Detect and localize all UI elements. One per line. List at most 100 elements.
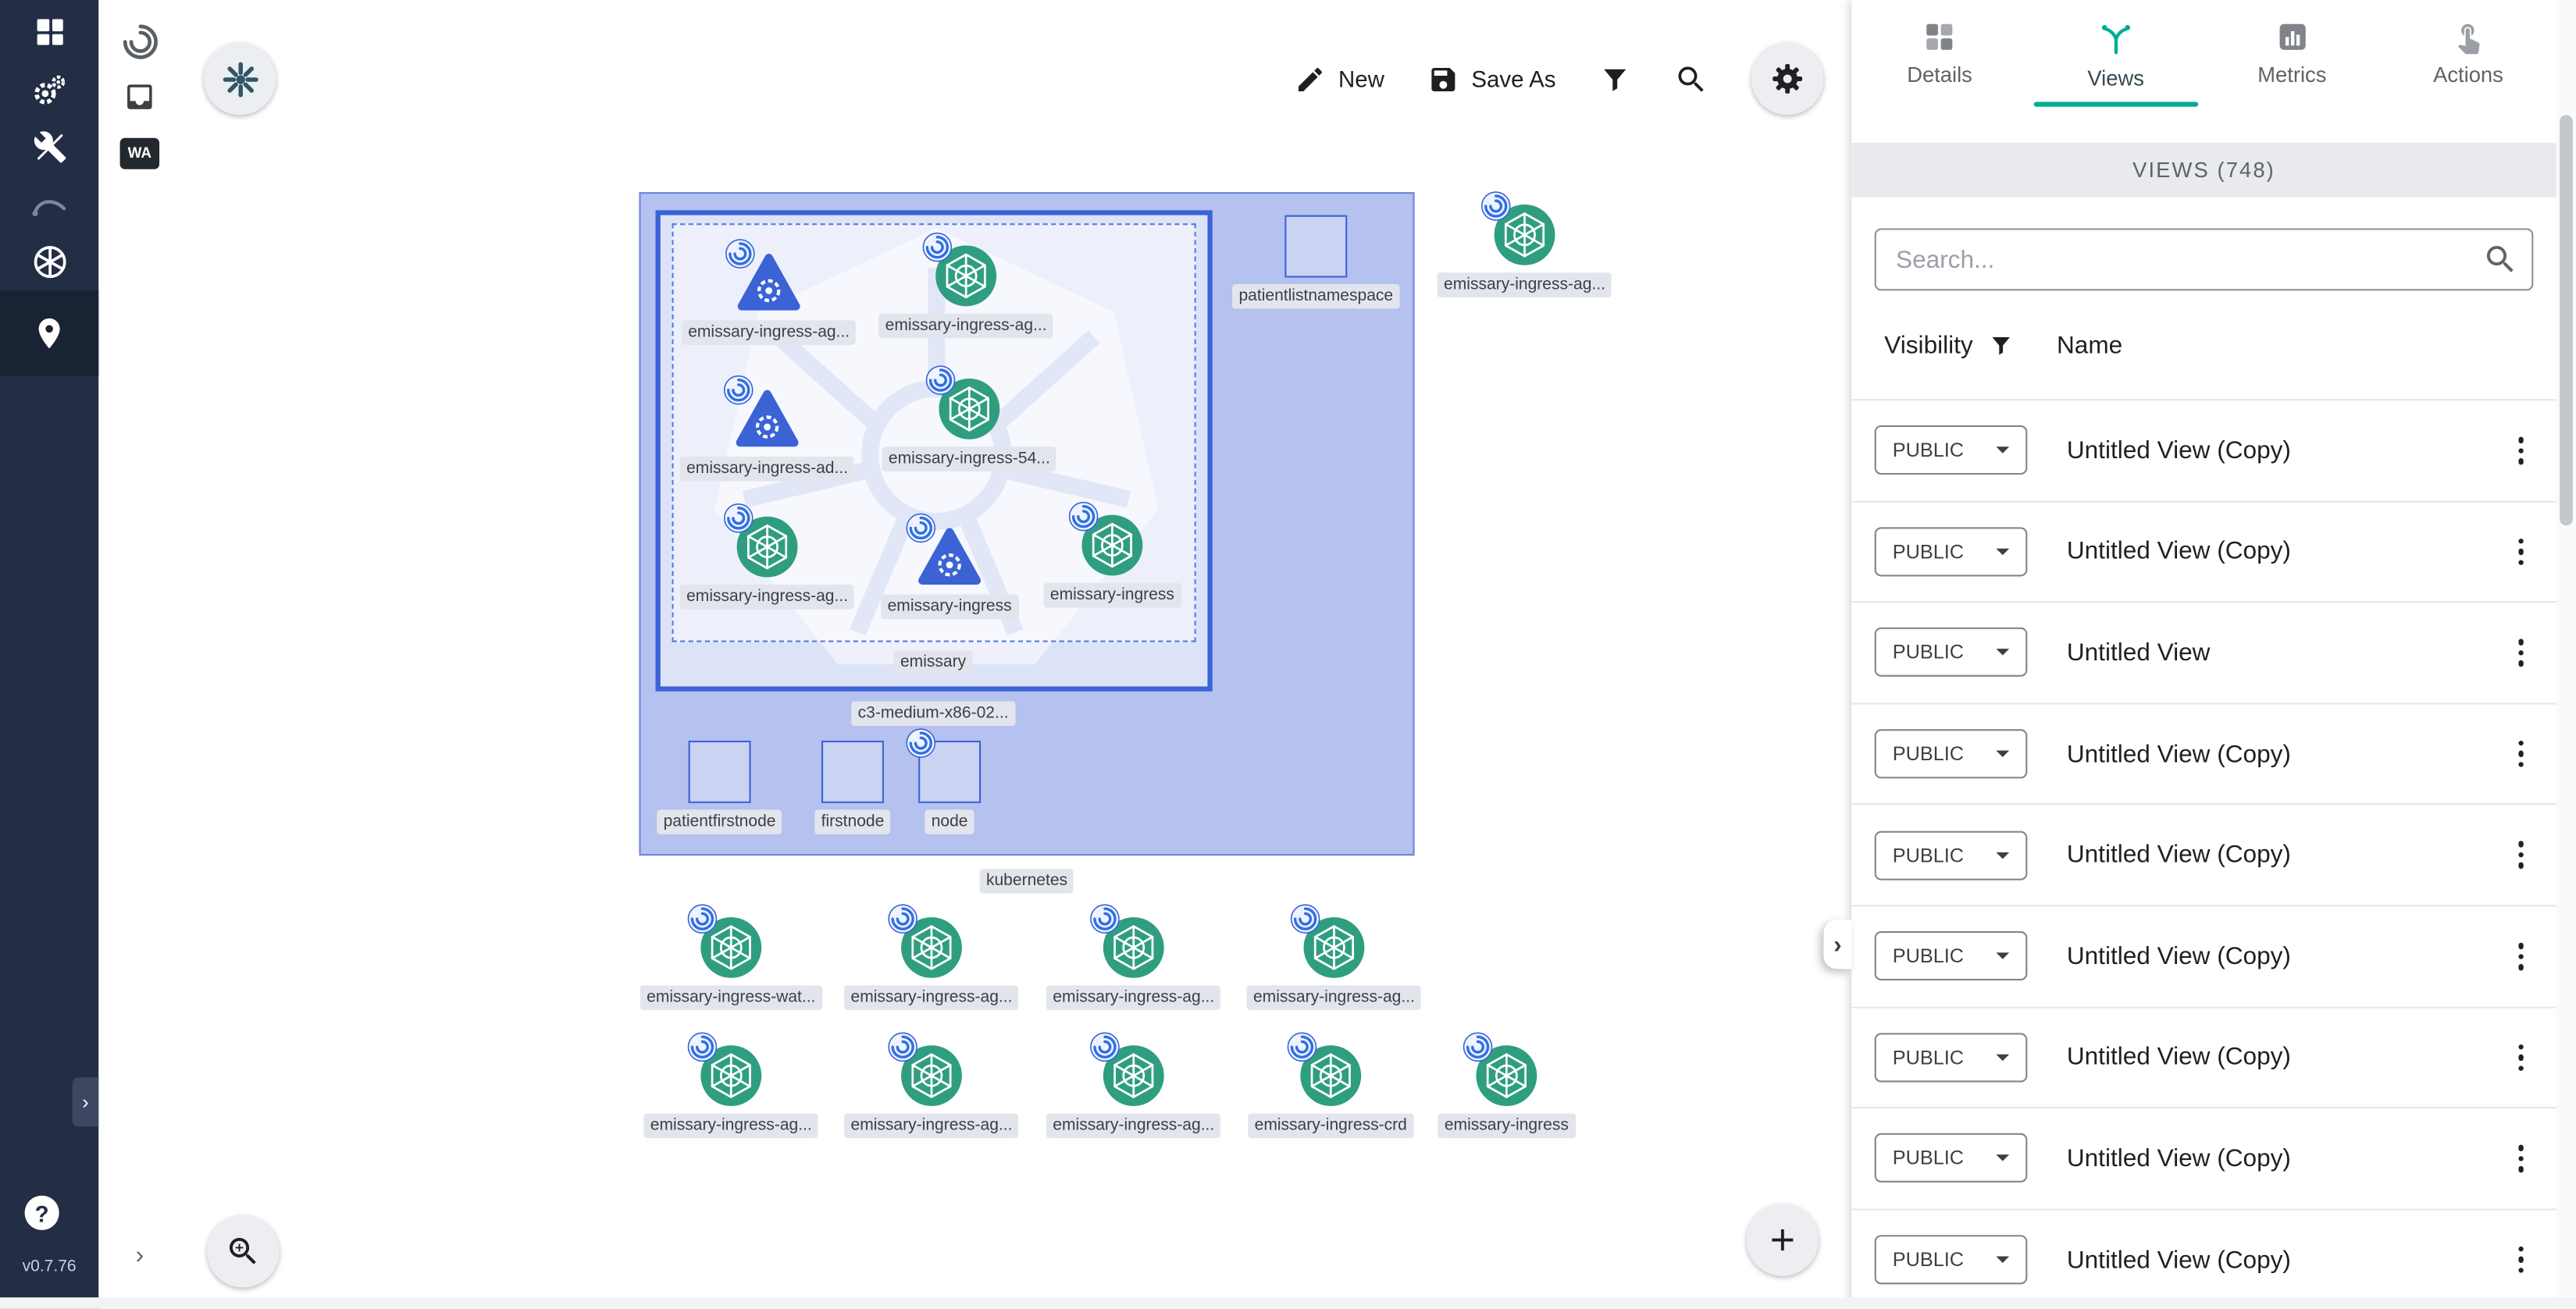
canvas-search-button[interactable] (1674, 62, 1708, 96)
visibility-dropdown[interactable]: PUBLIC (1874, 1033, 2028, 1083)
canvas-node[interactable]: emissary-ingress-wat... (640, 903, 822, 1010)
canvas-settings-button[interactable] (1751, 42, 1824, 116)
zoom-in-button[interactable] (207, 1215, 280, 1288)
vertical-scrollbar (2556, 0, 2576, 1309)
sidebar-item-mesh[interactable] (0, 233, 98, 291)
kebab-menu-icon[interactable] (2508, 834, 2534, 877)
swirl-tool-button[interactable] (98, 13, 180, 69)
view-name: Untitled View (Copy) (2066, 841, 2291, 870)
canvas-node[interactable]: emissary-ingress (1438, 1031, 1576, 1139)
tab-views[interactable]: Views (2028, 0, 2204, 107)
canvas-node[interactable]: emissary-ingress-crd (1248, 1031, 1414, 1139)
view-row[interactable]: PUBLIC Untitled View (Copy) (1851, 400, 2556, 502)
spiral-badge-icon (725, 238, 756, 269)
spiral-badge-icon (905, 727, 936, 759)
tab-details[interactable]: Details (1851, 0, 2028, 107)
canvas-node[interactable]: emissary-ingress-ag... (1046, 1031, 1221, 1139)
node-label: emissary-ingress-ag... (1046, 985, 1221, 1010)
view-row[interactable]: PUBLIC Untitled View (Copy) (1851, 1210, 2556, 1309)
kebab-menu-icon[interactable] (2508, 732, 2534, 776)
sidebar-item-tools[interactable] (0, 118, 98, 176)
sidebar-item-dashboard[interactable] (0, 3, 98, 61)
spiral-badge-icon (1286, 1031, 1318, 1062)
view-row[interactable]: PUBLIC Untitled View (1851, 603, 2556, 705)
tab-actions[interactable]: Actions (2380, 0, 2556, 107)
canvas-node[interactable]: node (905, 727, 982, 834)
spiral-badge-icon (1089, 1031, 1121, 1062)
filter-button[interactable] (1598, 62, 1631, 95)
canvas-node[interactable]: emissary-ingress-ag... (1046, 903, 1221, 1010)
canvas-node[interactable]: emissary-ingress-ag... (1437, 190, 1612, 297)
visibility-dropdown[interactable]: PUBLIC (1874, 1133, 2028, 1183)
help-button[interactable]: ? (24, 1195, 59, 1230)
canvas-node[interactable]: patientfirstnode (657, 739, 782, 834)
horizontal-scrollbar[interactable] (0, 1297, 2576, 1309)
canvas-node[interactable]: emissary-ingress-ag... (681, 238, 857, 345)
shapes-button[interactable] (203, 42, 276, 116)
sidebar-expand-button[interactable]: › (72, 1077, 99, 1127)
view-row[interactable]: PUBLIC Untitled View (Copy) (1851, 805, 2556, 907)
sidebar-item-environment[interactable] (0, 290, 99, 376)
new-button[interactable]: New (1294, 63, 1384, 94)
wasm-tool-button[interactable]: WA (98, 125, 180, 181)
view-row[interactable]: PUBLIC Untitled View (Copy) (1851, 906, 2556, 1008)
canvas-node[interactable]: emissary-ingress-ag... (679, 503, 855, 610)
visibility-dropdown[interactable]: PUBLIC (1874, 527, 2028, 577)
canvas-node[interactable]: emissary-ingress-ag... (878, 231, 1054, 339)
canvas-node[interactable]: emissary-ingress-ag... (844, 903, 1019, 1010)
canvas-node[interactable]: emissary-ingress-ag... (643, 1031, 819, 1139)
add-node-button[interactable] (1746, 1204, 1819, 1276)
canvas-node[interactable]: emissary-ingress-ag... (1246, 903, 1422, 1010)
view-row[interactable]: PUBLIC Untitled View (Copy) (1851, 501, 2556, 603)
visibility-dropdown[interactable]: PUBLIC (1874, 729, 2028, 779)
panel-collapse-button[interactable]: › (1823, 920, 1852, 969)
inbox-tool-button[interactable] (98, 69, 180, 125)
kebab-menu-icon[interactable] (2508, 530, 2534, 574)
kebab-menu-icon[interactable] (2508, 1036, 2534, 1080)
canvas-node[interactable]: emissary-ingress (1043, 501, 1181, 608)
visibility-dropdown[interactable]: PUBLIC (1874, 830, 2028, 880)
canvas-node[interactable]: emissary-ingress-ag... (844, 1031, 1019, 1139)
tab-label: Details (1907, 62, 1972, 87)
save-icon (1431, 67, 1455, 91)
vertical-scrollbar-thumb[interactable] (2560, 115, 2573, 526)
canvas-node[interactable]: firstnode (814, 739, 891, 834)
visibility-filter-button[interactable] (1988, 332, 2015, 358)
kebab-menu-icon[interactable] (2508, 934, 2534, 978)
visibility-label: PUBLIC (1892, 1248, 1965, 1272)
kebab-menu-icon[interactable] (2508, 1136, 2534, 1180)
canvas-node[interactable]: emissary-ingress-54... (882, 365, 1057, 471)
touch-app-icon (2457, 23, 2480, 55)
spiral-badge-icon (921, 231, 953, 263)
visibility-dropdown[interactable]: PUBLIC (1874, 628, 2028, 678)
node-label: emissary-ingress-ag... (844, 1113, 1019, 1139)
kebab-menu-icon[interactable] (2508, 1238, 2534, 1282)
visibility-dropdown[interactable]: PUBLIC (1874, 1235, 2028, 1285)
inbox-icon (127, 84, 152, 109)
square-node-shape (1284, 215, 1348, 278)
views-search-input[interactable] (1874, 228, 2534, 291)
kebab-menu-icon[interactable] (2508, 631, 2534, 674)
visibility-dropdown[interactable]: PUBLIC (1874, 425, 2028, 475)
visibility-label: PUBLIC (1892, 944, 1965, 968)
sidebar-item-settings[interactable] (0, 61, 98, 119)
tab-metrics[interactable]: Metrics (2204, 0, 2381, 107)
kebab-menu-icon[interactable] (2508, 429, 2534, 472)
view-name: Untitled View (Copy) (2066, 1043, 2291, 1072)
view-row[interactable]: PUBLIC Untitled View (Copy) (1851, 704, 2556, 806)
topology-canvas[interactable]: New Save As (180, 0, 1852, 1309)
search-icon[interactable] (2482, 241, 2518, 286)
save-as-button[interactable]: Save As (1427, 63, 1555, 94)
view-row[interactable]: PUBLIC Untitled View (Copy) (1851, 1007, 2556, 1109)
view-row[interactable]: PUBLIC Untitled View (Copy) (1851, 1108, 2556, 1211)
canvas-node[interactable]: emissary-ingress-ad... (679, 375, 855, 482)
node-label: emissary-ingress-crd (1248, 1113, 1414, 1139)
sidebar-item-connections[interactable] (0, 176, 98, 233)
canvas-node[interactable]: patientlistnamespace (1232, 214, 1400, 309)
visibility-dropdown[interactable]: PUBLIC (1874, 931, 2028, 981)
spiral-badge-icon (1480, 190, 1512, 222)
visibility-label: PUBLIC (1892, 1147, 1965, 1171)
canvas-node[interactable]: emissary-ingress (881, 512, 1019, 620)
strip-expand-button[interactable]: › (98, 1242, 180, 1270)
